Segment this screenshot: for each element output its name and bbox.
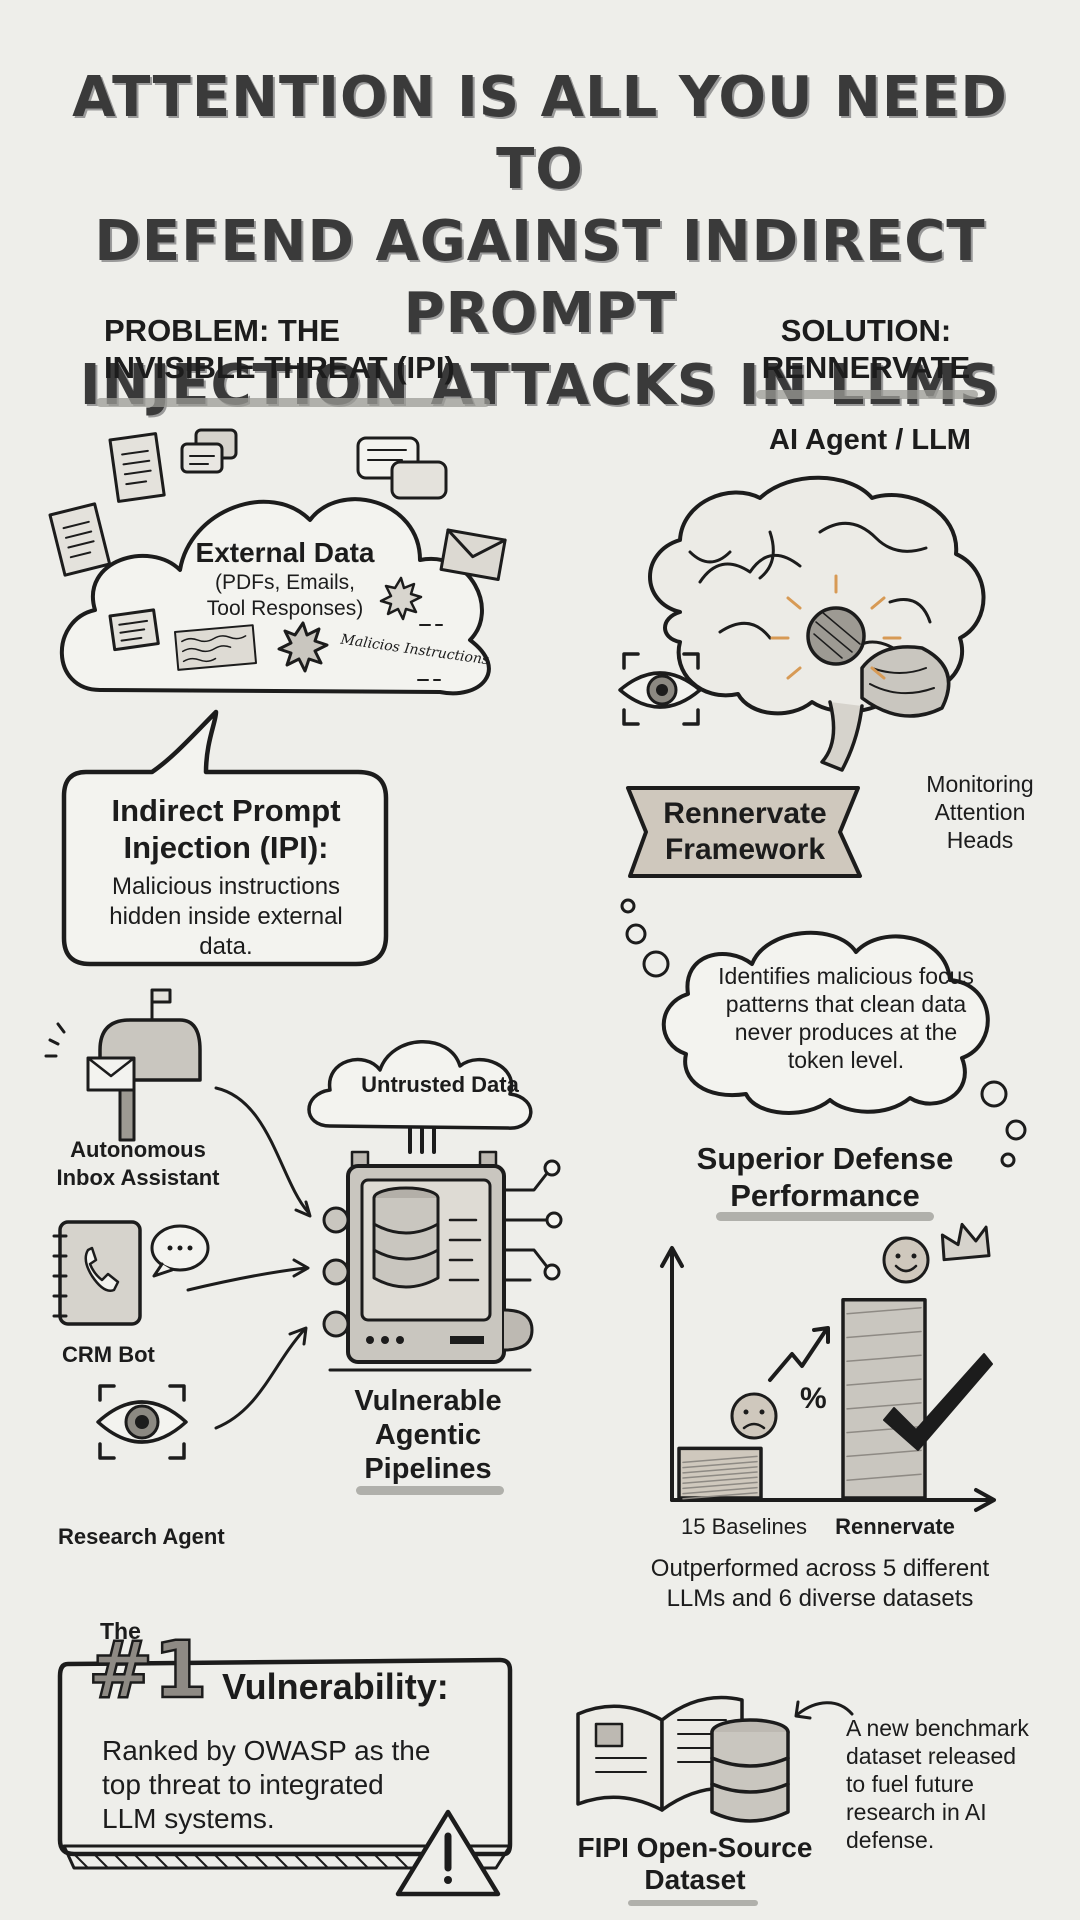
phone-book-icon: [52, 1220, 142, 1326]
ai-agent-label: AI Agent / LLM: [769, 424, 971, 456]
rank-number: #1: [87, 1625, 209, 1718]
brain-illustration: [618, 475, 986, 772]
bar-hatch: [682, 1476, 758, 1484]
framework-banner: [626, 786, 862, 878]
crown-icon: [940, 1222, 991, 1262]
dataset-underline: [628, 1900, 758, 1906]
server-icon: [322, 1126, 563, 1372]
bar-hatch: [846, 1354, 922, 1363]
document-icon: [108, 432, 166, 503]
chat-bubble-icon: [180, 428, 238, 474]
performance-underline: [716, 1212, 934, 1221]
untrusted-data-cloud: [307, 1040, 533, 1130]
ipi-callout-box: [61, 709, 389, 967]
sad-face-icon: [730, 1392, 778, 1440]
framework-label: Rennervate Framework: [663, 797, 827, 866]
trend-arrow-icon: [768, 1328, 828, 1382]
ipi-callout-text: Indirect Prompt Injection (IPI): Malicio…: [109, 793, 343, 960]
bar-hatch: [682, 1492, 758, 1500]
virus-icon: [277, 621, 329, 673]
bar-hatch: [682, 1471, 758, 1479]
percent-symbol: %: [800, 1382, 827, 1415]
performance-heading: Superior Defense Performance: [696, 1141, 954, 1213]
problem-heading-underline: [96, 398, 490, 407]
bar-hatch: [682, 1455, 758, 1464]
dataset-label: FIPI Open-Source Dataset: [577, 1832, 813, 1895]
main-title: ATTENTION IS ALL YOU NEED TO DEFEND AGAI…: [72, 65, 1008, 418]
eye-monitor-icon: [618, 652, 702, 726]
solution-heading: SOLUTION: RENNERVATE: [761, 313, 971, 385]
performance-caption: Outperformed across 5 different LLMs and…: [650, 1555, 990, 1612]
chat-bubble-icon: [356, 436, 448, 500]
dataset-desc: A new benchmark dataset released to fuel…: [846, 1715, 1029, 1853]
database-icon: [710, 1718, 790, 1823]
mailbox-icon: [44, 988, 202, 1142]
happy-face-icon: [882, 1236, 930, 1284]
performance-chart: [660, 1222, 996, 1512]
eye-icon: [96, 1384, 188, 1460]
pipelines-underline: [356, 1486, 504, 1495]
untrusted-data-label: Untrusted Data: [361, 1072, 519, 1097]
bar-hatch: [846, 1449, 922, 1458]
note-icon: [108, 608, 160, 652]
external-data-label: External Data (PDFs, Emails, Tool Respon…: [195, 537, 375, 620]
thought-text: Identifies malicious focus patterns that…: [718, 963, 974, 1073]
external-data-cloud: [59, 497, 491, 696]
vulnerability-box: [57, 1657, 513, 1897]
pipeline-illustration: [44, 988, 563, 1460]
bar-hatch: [682, 1481, 758, 1490]
solution-heading-underline: [756, 390, 978, 399]
bar-rennervate: [841, 1297, 927, 1500]
dataset-illustration: [576, 1695, 790, 1823]
bar-hatch: [682, 1466, 758, 1474]
crm-bot-label: CRM Bot: [62, 1342, 155, 1367]
bar-hatch: [846, 1330, 922, 1339]
bar-hatch: [682, 1460, 758, 1469]
document-icon: [48, 502, 112, 577]
envelope-icon: [439, 528, 507, 581]
scribbled-note-icon: [174, 624, 258, 671]
bar-hatch: [846, 1402, 922, 1410]
chat-bubble-icon: [150, 1224, 210, 1278]
the-label: The: [100, 1618, 141, 1644]
bar-hatch: [846, 1306, 922, 1315]
research-agent-label: Research Agent: [58, 1524, 225, 1549]
checkmark-icon: [883, 1353, 993, 1451]
vulnerability-title: Vulnerability:: [222, 1666, 449, 1707]
external-data-cloud-illustration: [48, 428, 507, 696]
bar-hatch: [846, 1378, 922, 1386]
vulnerability-desc: Ranked by OWASP as the top threat to int…: [102, 1735, 431, 1834]
thought-cloud: [620, 898, 1027, 1168]
baselines-category-label: 15 Baselines: [681, 1514, 807, 1539]
vulnerable-pipelines-label: Vulnerable Agentic Pipelines: [354, 1385, 502, 1485]
problem-heading: PROBLEM: THE INVISIBLE THREAT (IPI): [104, 313, 455, 385]
monitoring-heads-label: Monitoring Attention Heads: [926, 771, 1034, 853]
virus-icon: [379, 576, 423, 621]
pointer-arrow-icon: [794, 1700, 854, 1720]
bar-hatch: [682, 1486, 758, 1495]
rennervate-category-label: Rennervate: [835, 1514, 955, 1539]
bar-hatch: [846, 1473, 922, 1481]
inbox-assistant-label: Autonomous Inbox Assistant: [56, 1137, 220, 1190]
